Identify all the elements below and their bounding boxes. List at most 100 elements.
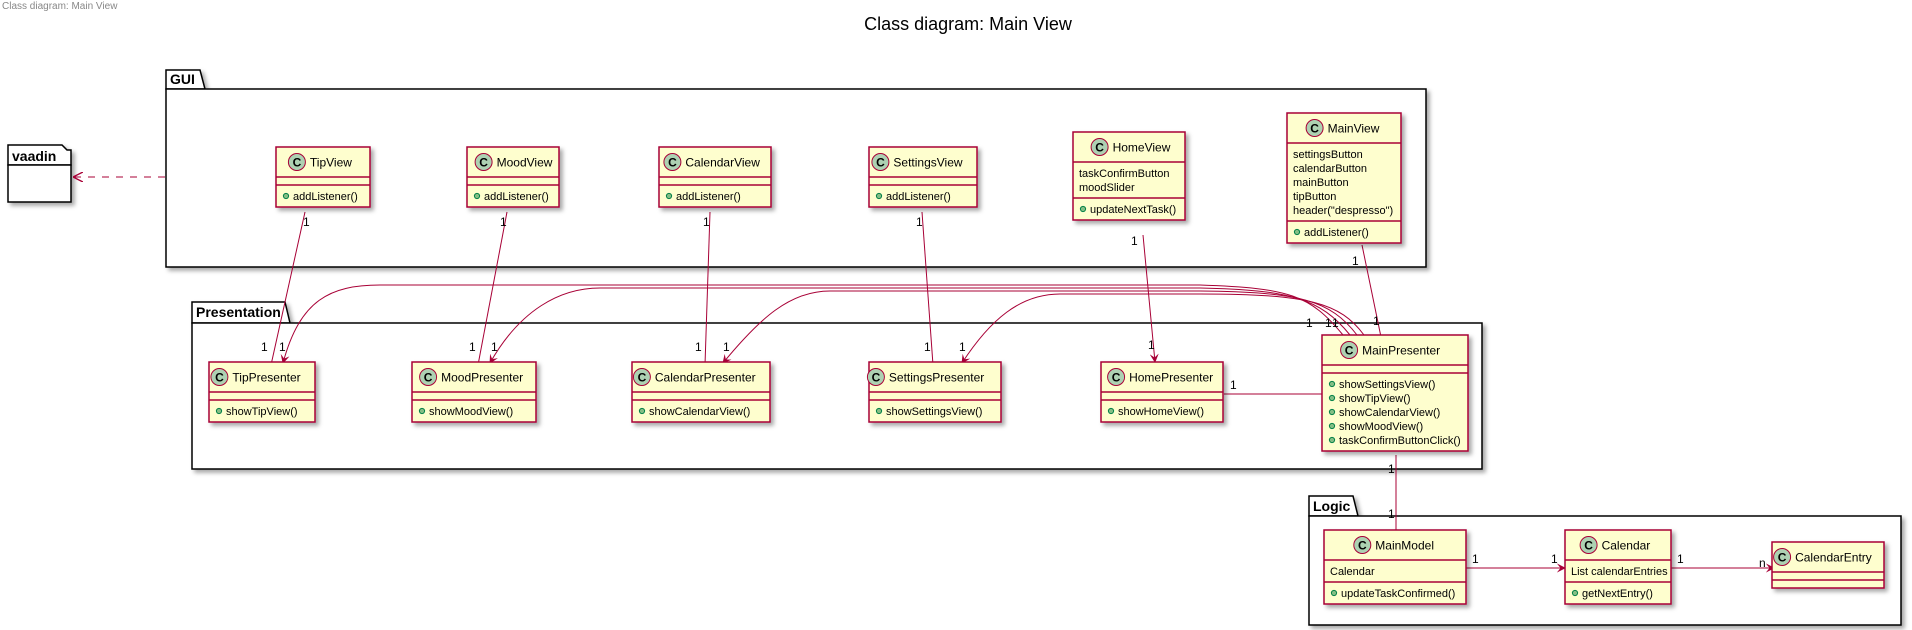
class-homepresenter[interactable]: C HomePresenter showHomeView() [1100,361,1224,423]
class-method: addListener() [676,191,741,203]
class-attribute: mainButton [1293,177,1349,189]
class-glyph-icon: C [215,371,224,385]
package-gui[interactable] [165,69,1427,268]
mult-homepresenter-from-view: 1 [1148,338,1155,352]
package-label-gui: GUI [170,71,195,87]
assoc-tipview-tippresenter [270,211,306,366]
public-visibility-icon [1328,408,1336,416]
mult-homeview-end: 1 [1131,234,1138,248]
class-attribute: settingsButton [1293,149,1363,161]
class-icon [1107,368,1126,386]
class-homeview[interactable]: C HomeView taskConfirmButton moodSlider upda… [1072,131,1186,221]
class-icon [287,153,306,171]
class-method: addListener() [293,191,358,203]
mult-moodpresenter-from-view: 1 [469,340,476,354]
class-name: CalendarPresenter [655,371,756,385]
class-glyph-icon: C [293,156,302,170]
public-visibility-icon [282,192,290,200]
class-icon [474,153,493,171]
public-visibility-icon [1328,422,1336,430]
class-method: updateTaskConfirmed() [1341,588,1455,600]
assoc-mainpresenter-tippresenter [280,284,1344,364]
mult-settingsview-end: 1 [916,215,923,229]
class-method: showTipView() [1339,393,1411,405]
class-name: MainView [1328,122,1380,136]
class-name: HomePresenter [1129,371,1213,385]
mult-mainmodel-from-presenter: 1 [1388,507,1395,521]
mult-settingspresenter-from-main: 1 [959,340,966,354]
class-method: addListener() [886,191,951,203]
class-method: showSettingsView() [1339,379,1435,391]
class-glyph-icon: C [668,156,677,170]
class-icon [1305,119,1324,137]
class-icon [210,368,229,386]
public-visibility-icon [1330,589,1338,597]
class-name: HomeView [1113,141,1171,155]
public-visibility-icon [665,192,673,200]
class-icon [1773,548,1792,566]
class-name: CalendarEntry [1795,551,1872,565]
class-method: showCalendarView() [649,406,750,418]
class-method: showMoodView() [1339,421,1423,433]
public-visibility-icon [473,192,481,200]
mult-mainpresenter-to-mood-2: 1 [1332,316,1339,330]
public-visibility-icon [418,407,426,415]
class-name: MainPresenter [1362,344,1440,358]
class-attribute: taskConfirmButton [1079,168,1169,180]
class-method: showTipView() [226,406,298,418]
package-vaadin[interactable] [7,144,72,203]
assoc-moodview-moodpresenter [477,211,508,366]
class-glyph-icon: C [424,371,433,385]
class-attribute: calendarButton [1293,163,1367,175]
mult-calendar-to-entry: 1 [1677,552,1684,566]
mult-moodview-end: 1 [500,215,507,229]
public-visibility-icon [1107,407,1115,415]
class-name: SettingsPresenter [889,371,984,385]
class-glyph-icon: C [876,156,885,170]
class-name: MoodPresenter [441,371,523,385]
class-icon [632,368,651,386]
mult-mainpresenter-to-tip: 1 [1306,316,1313,330]
mult-mainpresenter-from-view: 1 [1373,314,1380,328]
mult-settingspresenter-from-view: 1 [924,340,931,354]
class-glyph-icon: C [479,156,488,170]
assoc-mainpresenter-settingspresenter [961,293,1365,364]
class-calendarview[interactable]: C CalendarView addListener() [658,146,772,208]
class-name: CalendarView [685,156,760,170]
class-name: SettingsView [893,156,962,170]
class-name: TipView [310,156,352,170]
class-glyph-icon: C [1112,371,1121,385]
class-glyph-icon: C [872,371,881,385]
class-method: showHomeView() [1118,406,1204,418]
class-icon [1090,138,1109,156]
class-attribute: List calendarEntries [1571,566,1668,578]
assoc-homeview-homepresenter [1142,234,1159,363]
class-method: updateNextTask() [1090,204,1176,216]
assoc-mainpresenter-moodpresenter [489,287,1351,364]
class-glyph-icon: C [1095,141,1104,155]
page-stub-title: Class diagram: Main View [2,1,118,12]
mult-tippresenter-from-main: 1 [279,340,286,354]
class-method: addListener() [1304,227,1369,239]
public-visibility-icon [1328,436,1336,444]
class-tipview[interactable]: C TipView addListener() [275,146,371,208]
class-attribute: moodSlider [1079,182,1135,194]
package-presentation[interactable] [191,301,1483,470]
package-label-presentation: Presentation [196,304,281,320]
class-box [1771,541,1885,589]
class-attribute: tipButton [1293,191,1336,203]
class-settingsview[interactable]: C SettingsView addListener() [868,146,978,208]
class-icon [871,153,890,171]
mult-mainpresenter-to-mood: 1 [1325,316,1332,330]
mult-moodpresenter-from-main: 1 [491,340,498,354]
